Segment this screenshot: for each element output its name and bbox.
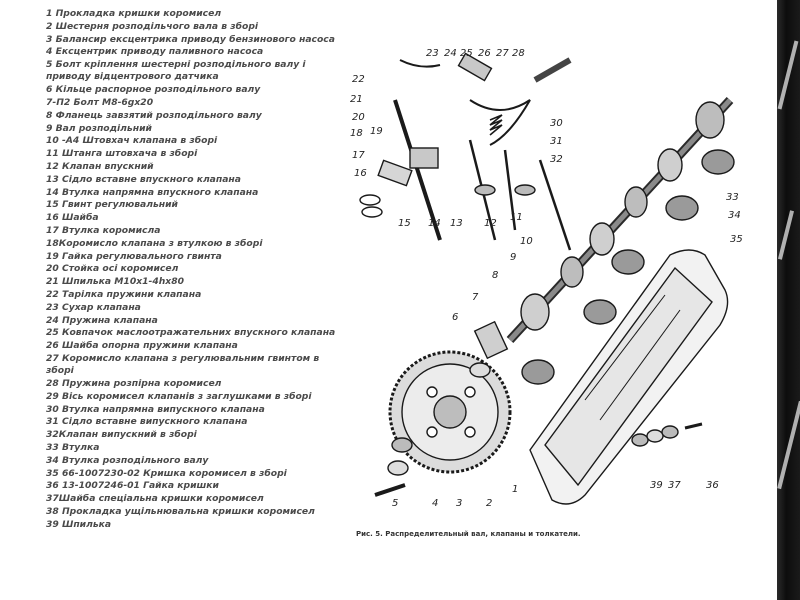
callout-number: 13 [450,218,463,229]
callout-number: 15 [398,218,411,229]
legend-item: 26 Шайба опорна пружини клапана [46,340,238,352]
callout-number: 27 [496,48,509,59]
callout-number: 3 [456,498,462,509]
legend-item: 22 Тарілка пружини клапана [46,288,202,300]
callout-number: 17 [352,150,365,161]
cover-fasteners-drawing [631,422,703,447]
legend-item: 13 Сідло вставне впускного клапана [46,173,241,185]
legend-item: 1 Прокладка кришки коромисел [46,8,222,19]
callout-number: 6 [452,312,458,323]
callout-number: 5 [392,498,398,509]
legend-item: 32Клапан випускний в зборі [46,429,197,441]
valves-springs-drawing [468,57,572,251]
legend-item: 30 Втулка напрямна випускного клапана [46,403,265,415]
legend-item: 2 Шестерня розподільчого вала в зборі [46,20,259,32]
valve-cover-drawing [529,249,729,505]
callout-number: 37 [668,480,681,491]
callout-number: 21 [350,94,363,105]
callout-number: 8 [492,270,498,281]
legend-item: 18Коромисло клапана з втулкою в зборі [46,237,263,249]
exploded-diagram-drawing: 1234567891011121314151617181920212223242… [350,48,743,509]
legend-item: 4 Ексцентрик приводу паливного насоса [46,46,264,58]
rocker-assembly-drawing [359,52,531,241]
legend-item: 6 Кільце распорное розподільного валу [46,84,261,96]
legend-item: 7-П2 Болт М8-6gх20 [46,96,154,108]
callout-number: 9 [510,252,516,263]
legend-item: 14 Втулка напрямна впускного клапана [46,186,259,198]
callout-number: 19 [370,126,383,137]
legend-item: 12 Клапан впускний [46,160,154,172]
legend-item: 27 Коромисло клапана з регулювальним гви… [46,352,320,377]
legend-item: 34 Втулка розподільного валу [46,454,209,466]
callout-number: 25 [460,48,473,59]
legend-item: 10 -А4 Штовхач клапана в зборі [46,135,218,147]
timing-gear-drawing [388,350,512,474]
callout-number: 2 [486,498,492,509]
callout-number: 28 [512,48,525,59]
legend-item: 9 Вал розподільний [46,122,152,134]
legend-item: 15 Гвинт регулювальний [46,199,178,211]
legend-item: 36 13-1007246-01 Гайка кришки [46,480,219,492]
camshaft-drawing [506,96,734,344]
legend-item: 23 Сухар клапана [46,301,141,313]
callout-number: 4 [432,498,438,509]
callout-number: 22 [352,74,365,85]
callout-number: 35 [730,234,743,245]
legend-item: 31 Сідло вставне випускного клапана [46,416,248,428]
legend-item: 8 Фланець завзятий розподільного валу [46,109,262,121]
legend-item: 35 66-1007230-02 Кришка коромисел в збор… [46,467,287,479]
callout-number: 23 [426,48,439,59]
legend-item: 28 Пружина розпірна коромисел [46,377,222,389]
callout-number: 24 [444,48,457,59]
bushings-drawing [521,149,735,385]
bolt-washers-drawing [374,437,413,497]
legend-item: 3 Балансир ексцентрика приводу бензиново… [46,33,335,45]
callout-number: 30 [550,118,563,129]
callout-number: 39 [650,480,663,491]
callout-number: 1 [512,484,518,495]
callout-number: 36 [706,480,719,491]
legend-item: 16 Шайба [46,212,99,224]
callout-number: 32 [550,154,563,165]
legend-item: 29 Вісь коромисел клапанів з заглушками … [46,390,312,402]
callout-number: 18 [350,128,363,139]
callout-number: 11 [510,212,523,223]
flange-drawing [469,320,509,378]
callout-number: 12 [484,218,497,229]
callout-number: 20 [352,112,365,123]
decorative-edge [777,0,800,600]
legend-item: 33 Втулка [46,441,100,453]
callout-number: 16 [354,168,367,179]
legend-item: 21 Шпилька М10х1-4hх80 [46,276,184,288]
callout-number: 26 [478,48,491,59]
legend-item: 37Шайба спеціальна кришки коромисел [46,493,264,505]
legend-item: 5 Болт кріплення шестерні розподільного … [46,59,306,83]
callout-number: 33 [726,192,739,203]
legend-item: 38 Прокладка ущільнювальна кришки короми… [46,505,315,517]
legend-item: 20 Стойка осі коромисел [46,263,179,275]
callout-number: 14 [428,218,441,229]
callout-number: 31 [550,136,563,147]
callout-number: 7 [472,292,479,303]
figure-caption: Рис. 5. Распределительный вал, клапаны и… [356,530,581,538]
legend-item: 39 Шпилька [46,518,112,530]
callout-number: 10 [520,236,533,247]
callout-number: 34 [728,210,741,221]
legend-item: 25 Ковпачок маслоотражательних впускного… [46,327,336,339]
legend-item: 19 Гайка регулювального гвинта [46,250,222,262]
legend-item: 17 Втулка коромисла [46,224,161,236]
legend-item: 24 Пружина клапана [46,314,158,326]
legend-item: 11 Штанга штовхача в зборі [46,148,198,160]
